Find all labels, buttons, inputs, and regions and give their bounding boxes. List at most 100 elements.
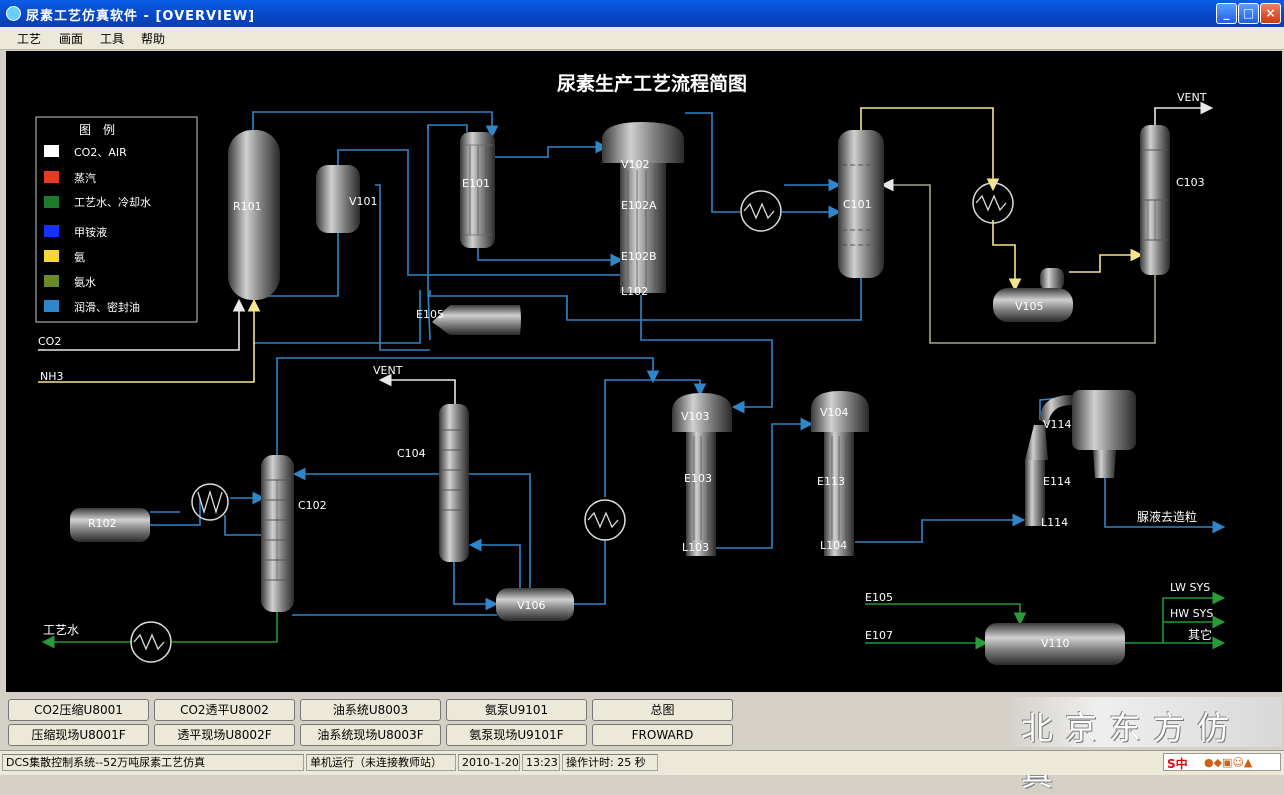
ime-indicator[interactable]: S中 xyxy=(1167,757,1188,771)
v103-label: V103 xyxy=(681,410,710,423)
c101-column[interactable] xyxy=(838,130,884,278)
window-title: 尿素工艺仿真软件 - [OVERVIEW] xyxy=(26,9,256,24)
e113-label: E113 xyxy=(817,475,845,488)
run-mode-status: 单机运行（未连接教师站） xyxy=(306,754,456,771)
e101-exchanger[interactable] xyxy=(460,132,495,248)
app-icon xyxy=(6,6,21,21)
v114-separator[interactable] xyxy=(1025,390,1136,526)
legend: 图 例 CO2、AIR 蒸汽 工艺水、冷却水 甲铵液 氨 氨水 润滑、密封油 xyxy=(35,116,198,323)
system-status: DCS集散控制系统--52万吨尿素工艺仿真 xyxy=(2,754,304,771)
e105-stream-label: E105 xyxy=(865,591,893,604)
ime-tray[interactable]: S中 ●◆▣☺▲ xyxy=(1163,753,1281,771)
c103-column[interactable] xyxy=(1140,125,1170,275)
co2-turbine-button[interactable]: CO2透平U8002 xyxy=(154,699,295,721)
r101-reactor[interactable] xyxy=(228,130,280,300)
legend-label-water: 工艺水、冷却水 xyxy=(74,196,151,209)
menu-screen[interactable]: 画面 xyxy=(59,32,84,46)
menu-tools[interactable]: 工具 xyxy=(100,32,125,46)
minimize-button[interactable]: _ xyxy=(1216,3,1237,24)
e103-label: E103 xyxy=(684,472,712,485)
turbine-field-button[interactable]: 透平现场U8002F xyxy=(154,724,295,746)
e105-label: E105 xyxy=(416,308,444,321)
ammonia-pump-button[interactable]: 氨泵U9101 xyxy=(446,699,587,721)
other-label: 其它 xyxy=(1188,627,1212,642)
nh3-feed-label: NH3 xyxy=(40,370,64,383)
exchanger-5-icon[interactable] xyxy=(191,483,229,521)
c101-label: C101 xyxy=(843,198,872,211)
lw-sys-label: LW SYS xyxy=(1170,581,1210,594)
e105-exchanger[interactable] xyxy=(432,305,521,335)
co2-compressor-button[interactable]: CO2压缩U8001 xyxy=(8,699,149,721)
vent-label-c104: VENT xyxy=(373,364,403,377)
r101-label: R101 xyxy=(233,200,262,213)
oil-system-button[interactable]: 油系统U8003 xyxy=(300,699,441,721)
l114-label: L114 xyxy=(1041,516,1068,529)
exchanger-1-icon[interactable] xyxy=(740,190,782,232)
e102a-label: E102A xyxy=(621,199,657,212)
oil-system-field-button[interactable]: 油系统现场U8003F xyxy=(300,724,441,746)
legend-swatch-oil xyxy=(44,300,59,312)
v105-label: V105 xyxy=(1015,300,1044,313)
forward-button[interactable]: FROWARD xyxy=(592,724,733,746)
l104-label: L104 xyxy=(820,539,847,552)
l103-label: L103 xyxy=(682,541,709,554)
brand-logo: 北京东方仿真 xyxy=(1003,697,1282,793)
overview-button[interactable]: 总图 xyxy=(592,699,733,721)
v101-label: V101 xyxy=(349,195,378,208)
e107-stream-label: E107 xyxy=(865,629,893,642)
maximize-button[interactable]: □ xyxy=(1238,3,1259,24)
urea-outlet-label: 脲液去造粒 xyxy=(1137,509,1197,524)
e114-label: E114 xyxy=(1043,475,1071,488)
l102-label: L102 xyxy=(621,285,648,298)
operation-timer: 操作计时: 25 秒 xyxy=(562,754,658,771)
menu-process[interactable]: 工艺 xyxy=(17,32,42,46)
legend-swatch-water xyxy=(44,196,59,208)
c104-column[interactable] xyxy=(439,404,469,562)
c102-column[interactable] xyxy=(261,455,294,612)
c102-label: C102 xyxy=(298,499,327,512)
exchanger-2-icon[interactable] xyxy=(972,182,1014,224)
legend-swatch-ammonia-water xyxy=(44,275,59,287)
menu-help[interactable]: 帮助 xyxy=(141,32,166,46)
v103-separator[interactable] xyxy=(672,393,732,556)
r102-vessel[interactable] xyxy=(70,508,150,542)
status-bar: DCS集散控制系统--52万吨尿素工艺仿真 单机运行（未连接教师站） 2010-… xyxy=(0,750,1284,775)
date-status: 2010-1-20 xyxy=(458,754,520,771)
v105-vessel[interactable] xyxy=(993,268,1073,322)
v101-vessel[interactable] xyxy=(316,165,360,233)
v110-tank[interactable] xyxy=(985,623,1125,665)
legend-label-steam: 蒸汽 xyxy=(74,171,96,185)
legend-swatch-co2 xyxy=(44,145,59,157)
title-bar: 尿素工艺仿真软件 - [OVERVIEW] _ □ × xyxy=(0,0,1284,27)
time-status: 13:23 xyxy=(522,754,560,771)
ime-toolbar-icons[interactable]: ●◆▣☺▲ xyxy=(1204,756,1253,769)
legend-title: 图 例 xyxy=(79,123,115,137)
ammonia-pump-field-button[interactable]: 氨泵现场U9101F xyxy=(446,724,587,746)
process-water-label: 工艺水 xyxy=(43,623,79,637)
v104-label: V104 xyxy=(820,406,849,419)
brand-text: 北京东方仿真 xyxy=(1021,709,1242,793)
e101-label: E101 xyxy=(462,177,490,190)
vent-label-c103: VENT xyxy=(1177,91,1207,104)
legend-label-ammonia-water: 氨水 xyxy=(74,276,96,289)
legend-label-co2: CO2、AIR xyxy=(74,146,127,159)
legend-swatch-steam xyxy=(44,171,59,183)
v106-label: V106 xyxy=(517,599,546,612)
e102b-label: E102B xyxy=(621,250,657,263)
r102-label: R102 xyxy=(88,517,117,530)
diagram-title: 尿素生产工艺流程简图 xyxy=(557,72,747,95)
legend-label-carbamate: 甲铵液 xyxy=(74,225,107,239)
c104-label: C104 xyxy=(397,447,426,460)
v104-separator[interactable] xyxy=(811,391,869,556)
close-button[interactable]: × xyxy=(1260,3,1281,24)
menu-bar: 工艺 画面 工具 帮助 xyxy=(0,27,1284,50)
compressor-field-button[interactable]: 压缩现场U8001F xyxy=(8,724,149,746)
exchanger-3-icon[interactable] xyxy=(584,499,626,541)
v102-label: V102 xyxy=(621,158,650,171)
exchanger-4-icon[interactable] xyxy=(130,621,172,663)
c103-label: C103 xyxy=(1176,176,1205,189)
v106-vessel[interactable] xyxy=(496,588,574,621)
legend-swatch-carbamate xyxy=(44,225,59,237)
legend-label-ammonia: 氨 xyxy=(74,251,85,264)
v102-stripper[interactable] xyxy=(602,122,684,293)
